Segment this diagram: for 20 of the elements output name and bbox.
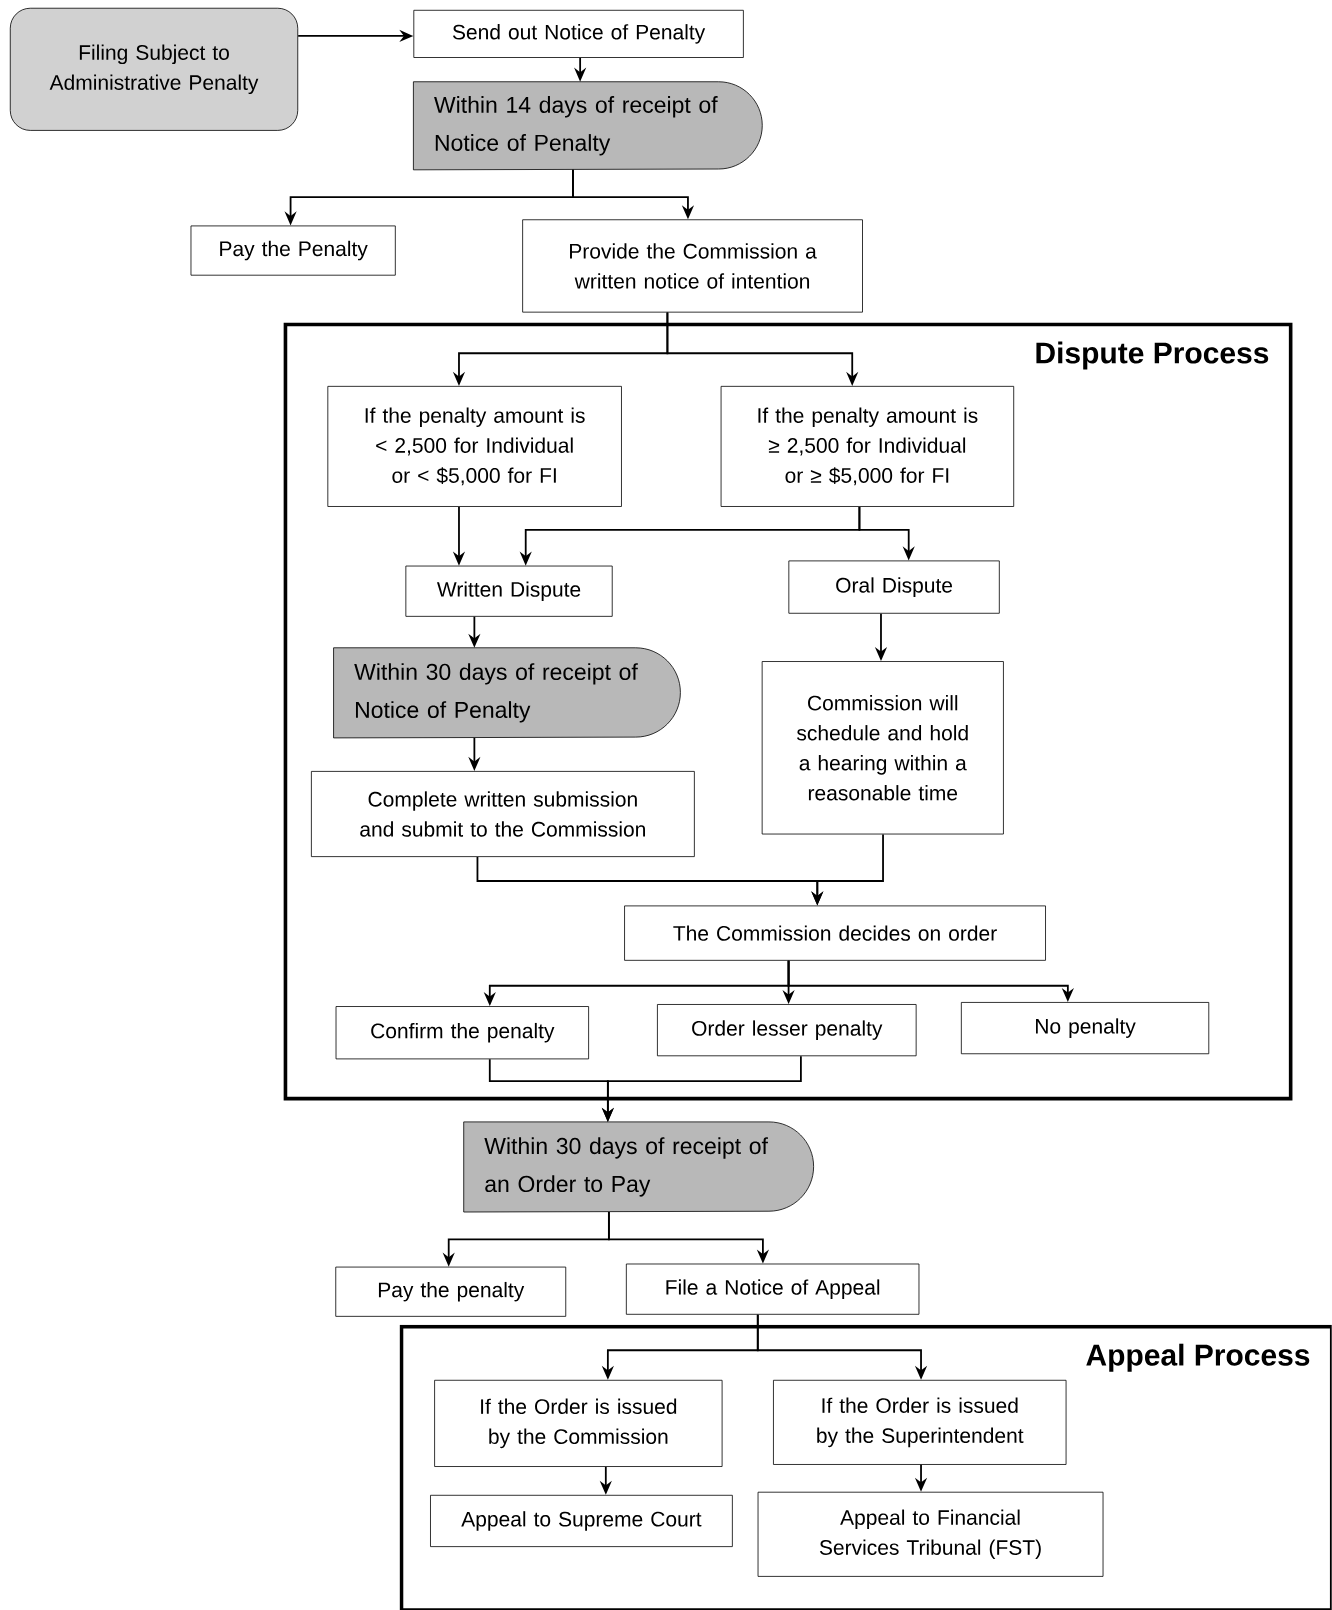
process-box: Order lesser penalty: [657, 1004, 917, 1057]
process-box: Pay the penalty: [335, 1266, 567, 1317]
process-box: No penalty: [961, 1002, 1210, 1055]
process-box: Commission will schedule and hold a hearing within a reasonable time: [761, 661, 1004, 835]
process-box: Oral Dispute: [788, 560, 1000, 614]
process-box: If the penalty amount is ≥ 2,500 for Individual or ≥ $5,000 for FI: [720, 385, 1015, 507]
process-box: File a Notice of Appeal: [626, 1263, 920, 1315]
process-box: Provide the Commission a written notice of intention: [522, 219, 864, 313]
process-box: Appeal to Financial Services Tribunal (FST): [757, 1491, 1104, 1577]
start-box: Filing Subject to Administrative Penalty: [10, 7, 299, 131]
process-box: Send out Notice of Penalty: [413, 9, 744, 58]
process-box: The Commission decides on order: [624, 905, 1047, 961]
process-box: Pay the Penalty: [190, 225, 396, 276]
process-box: Complete written submission and submit to the Commission: [311, 771, 695, 857]
process-box: If the Order is issued by the Superintendent: [773, 1379, 1067, 1465]
process-box: If the penalty amount is < 2,500 for Individual or < $5,000 for FI: [327, 385, 622, 507]
process-box: Written Dispute: [405, 565, 613, 617]
process-box: Confirm the penalty: [335, 1006, 590, 1060]
process-box: If the Order is issued by the Commission: [434, 1379, 723, 1467]
process-box: Appeal to Supreme Court: [430, 1494, 733, 1547]
